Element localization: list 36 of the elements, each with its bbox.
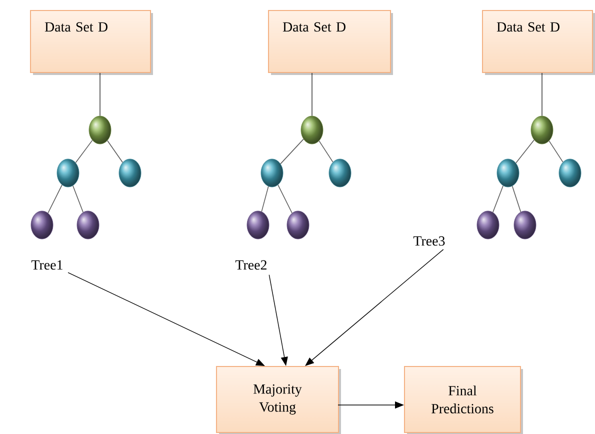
branch-line [280, 138, 304, 164]
tree-node [30, 210, 54, 240]
branch-line [492, 185, 504, 213]
data-box: Data Set D [482, 10, 595, 75]
tree-node [514, 210, 536, 240]
branch-line [261, 186, 269, 212]
branch-line [512, 186, 522, 212]
tree-node [300, 116, 324, 144]
branch-line [48, 184, 62, 214]
tree-label: Tree1 [31, 260, 62, 270]
branch-line [318, 140, 334, 162]
tree-node [246, 210, 270, 240]
tree-node [558, 158, 582, 188]
process-box: Final Predictions [404, 366, 523, 434]
branch-line [516, 140, 534, 164]
data-box: Data Set D [30, 10, 153, 75]
tree-node [530, 116, 554, 144]
branch-line [548, 140, 564, 162]
tree-node [76, 210, 100, 240]
tree-label: Tree3 [413, 236, 445, 246]
data-box: Data Set D [268, 10, 393, 75]
branch-line [107, 140, 123, 163]
process-box: Majority Voting [216, 366, 341, 434]
tree-node [476, 210, 500, 240]
tree-label: Tree2 [235, 260, 266, 270]
arrow [305, 249, 444, 366]
tree-node [88, 116, 112, 144]
branch-line [75, 140, 93, 164]
tree-node [260, 158, 284, 188]
tree-node [286, 210, 310, 240]
branch-line [278, 184, 292, 214]
tree-node [56, 158, 80, 188]
tree-node [328, 158, 352, 188]
tree-node [496, 158, 520, 188]
branch-line [72, 185, 84, 213]
tree-node [118, 158, 142, 188]
